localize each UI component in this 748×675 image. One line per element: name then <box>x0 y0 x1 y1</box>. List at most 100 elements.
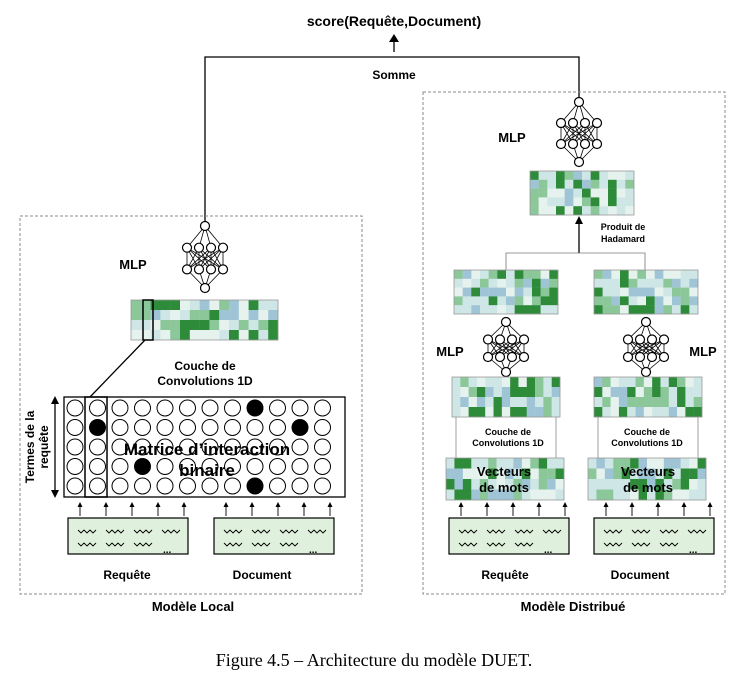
matrix-cell <box>111 438 129 456</box>
heatmap-cell <box>635 397 645 408</box>
heatmap-cell <box>471 479 480 490</box>
heatmap-cell <box>501 377 511 388</box>
heatmap-border <box>445 457 565 501</box>
heatmap-cell <box>613 479 622 490</box>
distributed-right-mlp-label: MLP <box>689 344 717 359</box>
heatmap-cell <box>462 287 472 297</box>
heatmap-cell <box>506 270 515 279</box>
matrix-cell <box>269 458 286 475</box>
heatmap-cell <box>538 188 548 198</box>
heatmap-cell <box>647 468 656 480</box>
heatmap-cell <box>180 320 190 331</box>
heatmap-cell <box>573 188 583 198</box>
heatmap-cell <box>452 377 461 388</box>
heatmap-cell <box>513 479 523 490</box>
heatmap-cell <box>189 320 200 331</box>
heatmap-cell <box>610 407 620 418</box>
heatmap-cell <box>677 377 686 388</box>
heatmap-cell <box>488 458 497 469</box>
local-mlp-label: MLP <box>119 257 147 272</box>
matrix-cell <box>269 477 286 495</box>
heatmap-cell <box>549 287 559 297</box>
heatmap-border <box>451 376 561 418</box>
heatmap-cell <box>514 278 524 288</box>
heatmap-cell <box>599 171 609 180</box>
heatmap-border <box>587 457 707 501</box>
heatmap-cell <box>680 270 690 279</box>
mlp-neuron <box>506 351 518 363</box>
mlp-edge <box>198 247 224 270</box>
distributed-left-conv-line2: Convolutions 1D <box>472 438 544 448</box>
heatmap-cell <box>697 479 707 490</box>
heatmap-cell <box>627 387 636 398</box>
heatmap-cell <box>647 489 656 501</box>
matrix-cell <box>314 477 331 495</box>
heatmap-cell <box>599 197 609 207</box>
heatmap-cell <box>150 300 161 311</box>
heatmap-cell <box>660 407 669 418</box>
heatmap-cell <box>693 377 703 388</box>
heatmap-cell <box>594 407 603 418</box>
local-document-ellipsis: ... <box>309 545 318 556</box>
heatmap-cell <box>488 287 498 297</box>
matrix-cell <box>224 458 241 475</box>
matrix-cell <box>269 399 286 417</box>
heatmap-cell <box>630 468 639 480</box>
heatmap-cell <box>604 489 614 501</box>
squiggle-word <box>486 542 506 547</box>
distributed-document-text-box <box>593 502 715 555</box>
heatmap-cell <box>637 287 647 297</box>
heatmap-cell <box>556 197 565 207</box>
squiggle-word <box>687 529 707 534</box>
heatmap-cell <box>521 489 531 501</box>
heatmap-cell <box>140 320 151 331</box>
heatmap-cell <box>596 458 606 469</box>
input-arrowhead <box>707 502 713 507</box>
heatmap-cell <box>540 305 550 315</box>
heatmap-cell <box>689 468 698 480</box>
matrix-cell <box>156 419 174 436</box>
hadamard-join <box>505 252 646 270</box>
heatmap-cell <box>588 468 597 480</box>
distributed-model-frame <box>422 91 726 595</box>
heatmap-cell <box>680 458 690 469</box>
heatmap-cell <box>523 305 533 315</box>
distributed-document-label: Document <box>611 568 670 582</box>
heatmap-cell <box>476 397 486 408</box>
heatmap-cell <box>625 188 635 198</box>
figure-caption-text: Architecture du modèle DUET. <box>307 650 533 670</box>
input-arrowhead <box>562 502 568 507</box>
matrix-cell <box>66 399 84 417</box>
squiggle-word <box>105 529 125 534</box>
heatmap-cell <box>547 171 557 180</box>
heatmap-cell <box>538 171 548 180</box>
heatmap-cell <box>635 377 645 388</box>
heatmap-cell <box>637 296 647 306</box>
heatmap-cell <box>602 387 611 398</box>
heatmap-cell <box>488 278 498 288</box>
heatmap-cell <box>471 458 480 469</box>
mlp-neuron <box>205 242 217 253</box>
heatmap-cell <box>535 397 544 408</box>
heatmap-cell <box>596 479 606 490</box>
heatmap-cell <box>258 310 269 321</box>
local-conv-feature-map <box>130 299 279 341</box>
heatmap-cell <box>588 489 597 501</box>
heatmap-cell <box>672 296 681 306</box>
heatmap-cell <box>518 407 527 418</box>
heatmap-cell <box>685 397 694 408</box>
heatmap-cell <box>506 287 515 297</box>
heatmap-cell <box>496 458 506 469</box>
heatmap-cell <box>628 305 638 315</box>
distributed-document-conv-map <box>593 376 703 458</box>
heatmap-cell <box>602 407 611 418</box>
squiggle-word <box>105 542 125 547</box>
heatmap-cell <box>471 278 481 288</box>
squiggle-word <box>161 529 181 534</box>
heatmap-cell <box>655 468 665 480</box>
heatmap-cell <box>625 171 635 180</box>
heatmap-cell <box>594 305 603 315</box>
heatmap-cell <box>501 397 511 408</box>
heatmap-cell <box>238 300 249 311</box>
heatmap-cell <box>637 270 647 279</box>
